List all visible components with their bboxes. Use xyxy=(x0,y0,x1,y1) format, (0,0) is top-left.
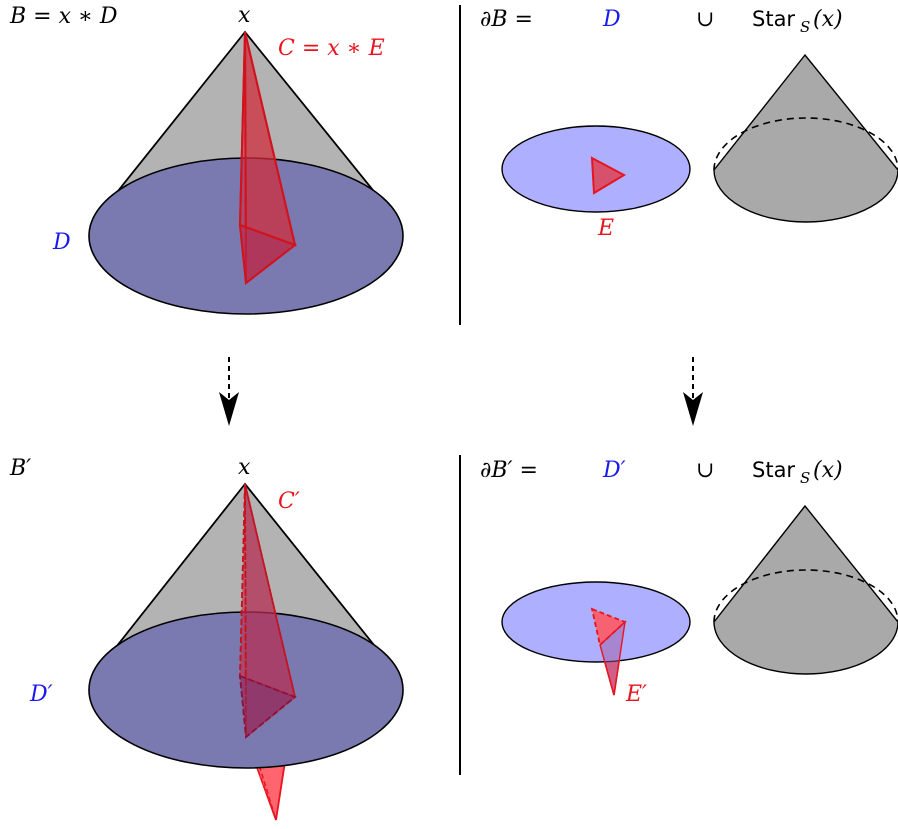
apex-label-x-2: x xyxy=(238,455,251,480)
top-left-panel: B = x ∗ D x C = x ∗ E D xyxy=(9,3,404,315)
star-label-2: Star xyxy=(752,458,795,482)
disk-label-D-prime: D′ xyxy=(602,458,626,483)
label-C-prime: C′ xyxy=(278,489,300,514)
label-E: E xyxy=(597,216,614,241)
label-C: C = x ∗ E xyxy=(278,36,385,61)
simplex-E xyxy=(590,156,627,195)
simplex-C-prime xyxy=(238,483,297,739)
boundary-label: ∂B = xyxy=(480,7,533,32)
left-down-arrow xyxy=(219,357,239,426)
bottom-left-panel: B′ x C′ D′ xyxy=(9,455,404,821)
apex-label-x: x xyxy=(238,3,251,28)
simplex-E-prime xyxy=(590,607,627,696)
star-subscript-2: S xyxy=(800,469,810,487)
label-E-prime: E′ xyxy=(625,682,647,707)
disk-label-D: D xyxy=(602,7,621,32)
label-D-prime: D′ xyxy=(29,682,53,707)
right-down-arrow xyxy=(683,357,703,426)
union-symbol-2: ∪ xyxy=(696,458,714,483)
star-label: Star xyxy=(752,7,795,31)
union-symbol: ∪ xyxy=(696,7,714,32)
simplex-C xyxy=(238,31,298,286)
star-argument-2: (x) xyxy=(813,458,843,483)
bottom-right-panel: ∂B′ = D′ ∪ Star S (x) E′ xyxy=(480,458,898,707)
boundary-label-prime: ∂B′ = xyxy=(480,458,538,483)
star-subscript: S xyxy=(800,18,810,36)
label-D: D xyxy=(52,230,71,255)
title-B-prime: B′ xyxy=(9,456,31,481)
star-argument: (x) xyxy=(813,7,843,32)
title-B: B = x ∗ D xyxy=(9,4,118,29)
top-right-panel: ∂B = D ∪ Star S (x) E xyxy=(480,7,898,241)
star-cone-2 xyxy=(713,504,898,675)
star-cone xyxy=(713,53,898,223)
